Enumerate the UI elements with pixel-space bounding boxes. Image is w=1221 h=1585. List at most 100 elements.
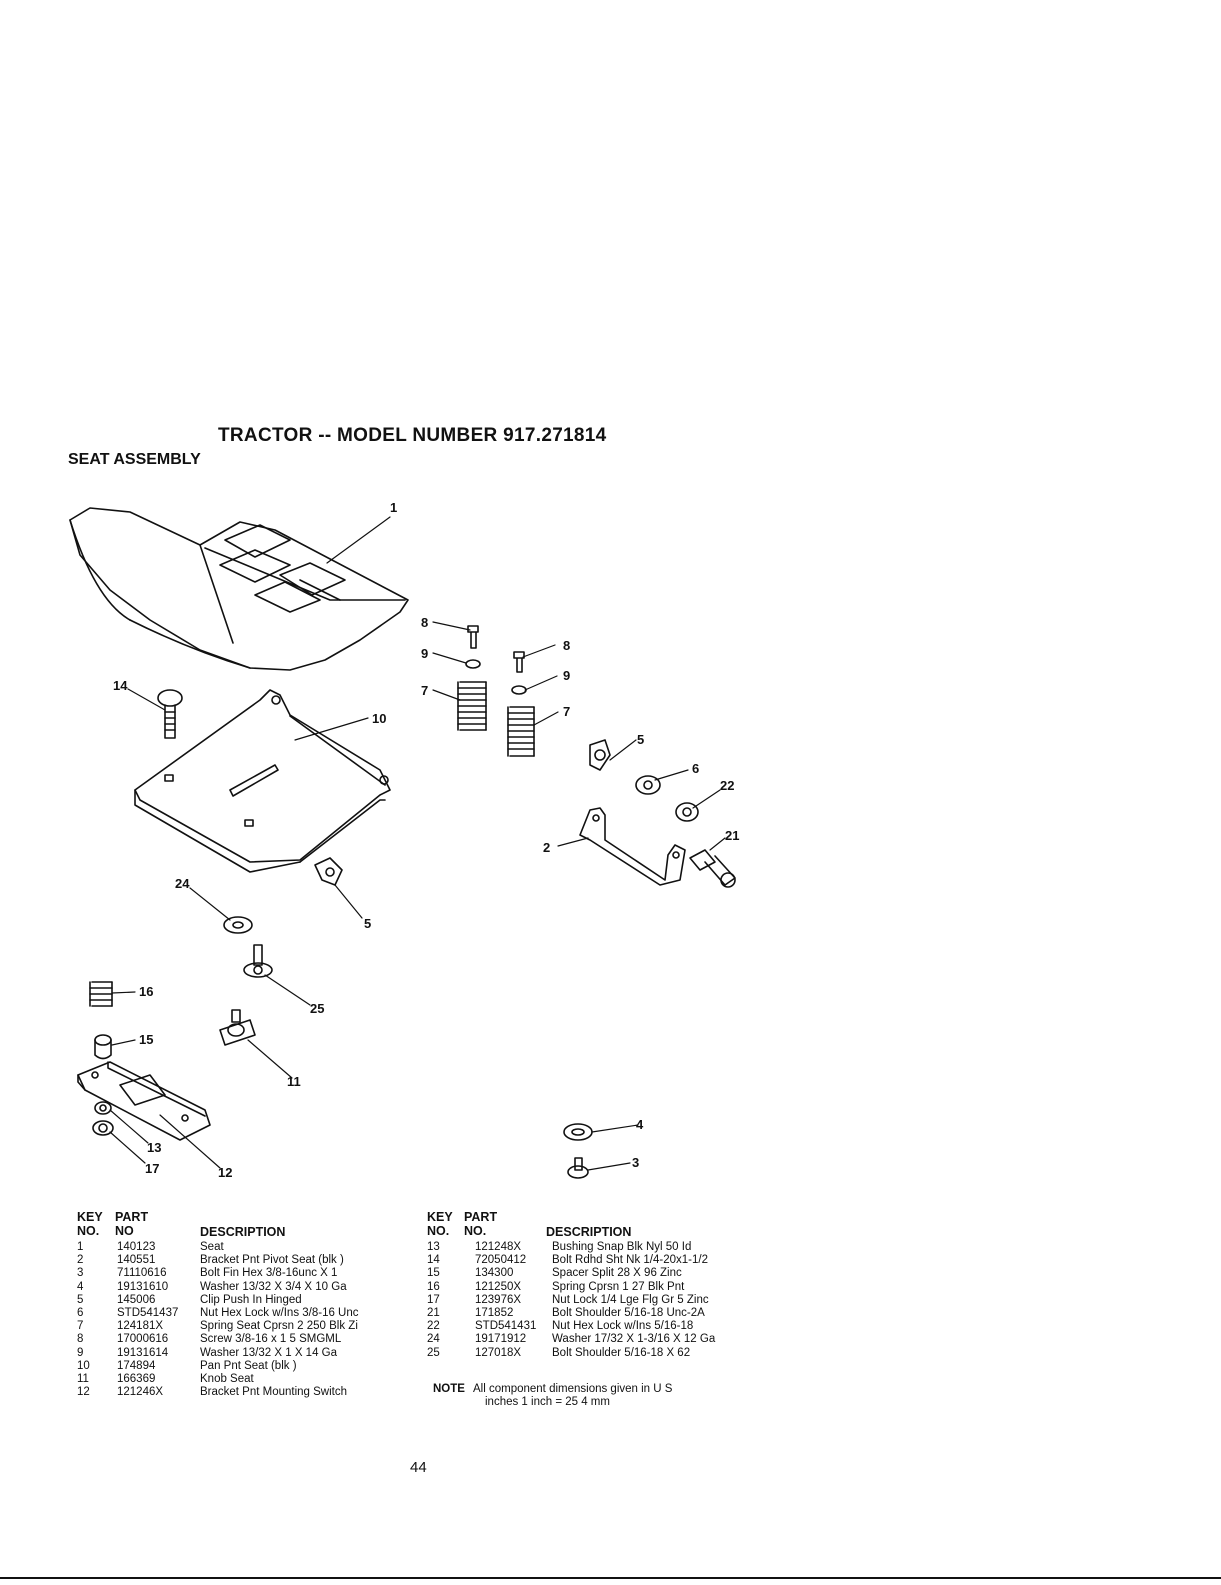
description-cell: Spring Cprsn 1 27 Blk Pnt [552, 1280, 685, 1293]
key-cell: 16 [427, 1280, 440, 1293]
description-cell: Pan Pnt Seat (blk ) [200, 1359, 297, 1372]
callout-16: 16 [139, 984, 153, 999]
seat-knob-11-part [219, 1009, 256, 1046]
key-cell: 1 [77, 1241, 84, 1253]
part-number-cell: 134300 [475, 1267, 514, 1280]
spring-7-left [457, 681, 487, 731]
shoulder-bolt-21-part [689, 849, 736, 888]
key-cell: 14 [427, 1254, 440, 1267]
key-cell: 5 [77, 1293, 84, 1306]
spring-7-right [507, 706, 535, 757]
table-row: 11 166369 Knob Seat [77, 1372, 397, 1385]
table-row: 24 19171912 Washer 17/32 X 1-3/16 X 12 Ga [427, 1332, 757, 1345]
part-number-cell: 19131614 [117, 1346, 169, 1359]
spacer-15-part [94, 1034, 112, 1060]
pivot-bracket-2-part [579, 807, 686, 886]
callout-12: 12 [218, 1165, 232, 1180]
key-cell: 10 [77, 1359, 90, 1372]
table-row: 14 72050412 Bolt Rdhd Sht Nk 1/4-20x1-1/2 [427, 1253, 757, 1266]
description-cell: Bolt Rdhd Sht Nk 1/4-20x1-1/2 [552, 1254, 708, 1267]
col-desc: DESCRIPTION [546, 1225, 632, 1239]
description-cell: Washer 13/32 X 1 X 14 Ga [200, 1346, 338, 1359]
bolt-3-part [567, 1157, 589, 1179]
description-cell: Bracket Pnt Mounting Switch [200, 1386, 348, 1399]
switch-bracket-12-part [77, 1061, 211, 1141]
callout-7-left: 7 [421, 683, 428, 698]
key-cell: 4 [77, 1280, 84, 1293]
col-part: PART NO. [464, 1210, 498, 1238]
callout-10: 10 [372, 711, 386, 726]
part-number-cell: 174894 [117, 1359, 156, 1372]
key-cell: 22 [427, 1320, 440, 1333]
part-number-cell: 140123 [117, 1241, 156, 1253]
part-number-cell: STD541437 [117, 1306, 179, 1319]
description-cell: Bolt Fin Hex 3/8-16unc X 1 [200, 1267, 338, 1280]
washer-24-part [223, 916, 253, 934]
spring-16-part [89, 981, 113, 1007]
description-cell: Knob Seat [200, 1372, 254, 1385]
key-cell: 13 [427, 1241, 440, 1253]
description-cell: Bolt Shoulder 5/16-18 X 62 [552, 1346, 691, 1359]
callout-3: 3 [632, 1155, 639, 1170]
key-cell: 2 [77, 1254, 84, 1267]
note-line-1: All component dimensions given in U S [473, 1383, 673, 1395]
callout-24: 24 [175, 876, 190, 891]
part-number-cell: 124181X [117, 1320, 164, 1333]
description-cell: Washer 13/32 X 3/4 X 10 Ga [200, 1280, 347, 1293]
key-cell: 11 [77, 1372, 89, 1385]
page-title: TRACTOR -- MODEL NUMBER 917.271814 [218, 425, 607, 446]
part-number-cell: 19171912 [475, 1333, 527, 1346]
callout-8-right: 8 [563, 638, 570, 653]
key-cell: 3 [77, 1267, 84, 1280]
description-cell: Washer 17/32 X 1-3/16 X 12 Ga [552, 1333, 716, 1346]
key-cell: 6 [77, 1306, 84, 1319]
bolt-14-part [157, 689, 183, 739]
part-number-cell: 140551 [117, 1254, 156, 1267]
note-label: NOTE [433, 1383, 465, 1395]
washer-4-part [563, 1123, 593, 1141]
shoulder-bolt-25-part [243, 944, 273, 978]
part-number-cell: 166369 [117, 1372, 156, 1385]
key-cell: 12 [77, 1386, 90, 1399]
table-header: KEY NO. PART NO. DESCRIPTION [427, 1210, 757, 1240]
part-number-cell: 171852 [475, 1306, 514, 1319]
description-cell: Spacer Split 28 X 96 Zinc [552, 1267, 682, 1280]
seat-part [69, 507, 409, 671]
bottom-rule [0, 1577, 1221, 1579]
col-key: KEY NO. [77, 1210, 103, 1238]
part-number-cell: 19131610 [117, 1280, 169, 1293]
col-part: PART NO [115, 1210, 149, 1238]
section-title: SEAT ASSEMBLY [68, 451, 201, 468]
key-cell: 24 [427, 1333, 440, 1346]
key-cell: 21 [427, 1306, 440, 1319]
table-row: 4 19131610 Washer 13/32 X 3/4 X 10 Ga [77, 1280, 397, 1293]
clip-5-right [589, 739, 611, 771]
washer-9-right [511, 685, 527, 695]
callout-22: 22 [720, 778, 734, 793]
part-number-cell: 145006 [117, 1293, 156, 1306]
washer-9-left [465, 659, 481, 669]
part-number-cell: 72050412 [475, 1254, 527, 1267]
nut-22-part [675, 802, 699, 822]
part-number-cell: 17000616 [117, 1333, 169, 1346]
note-line-2: inches 1 inch = 25 4 mm [485, 1396, 610, 1408]
key-cell: 7 [77, 1320, 84, 1333]
callout-8-left: 8 [421, 615, 428, 630]
